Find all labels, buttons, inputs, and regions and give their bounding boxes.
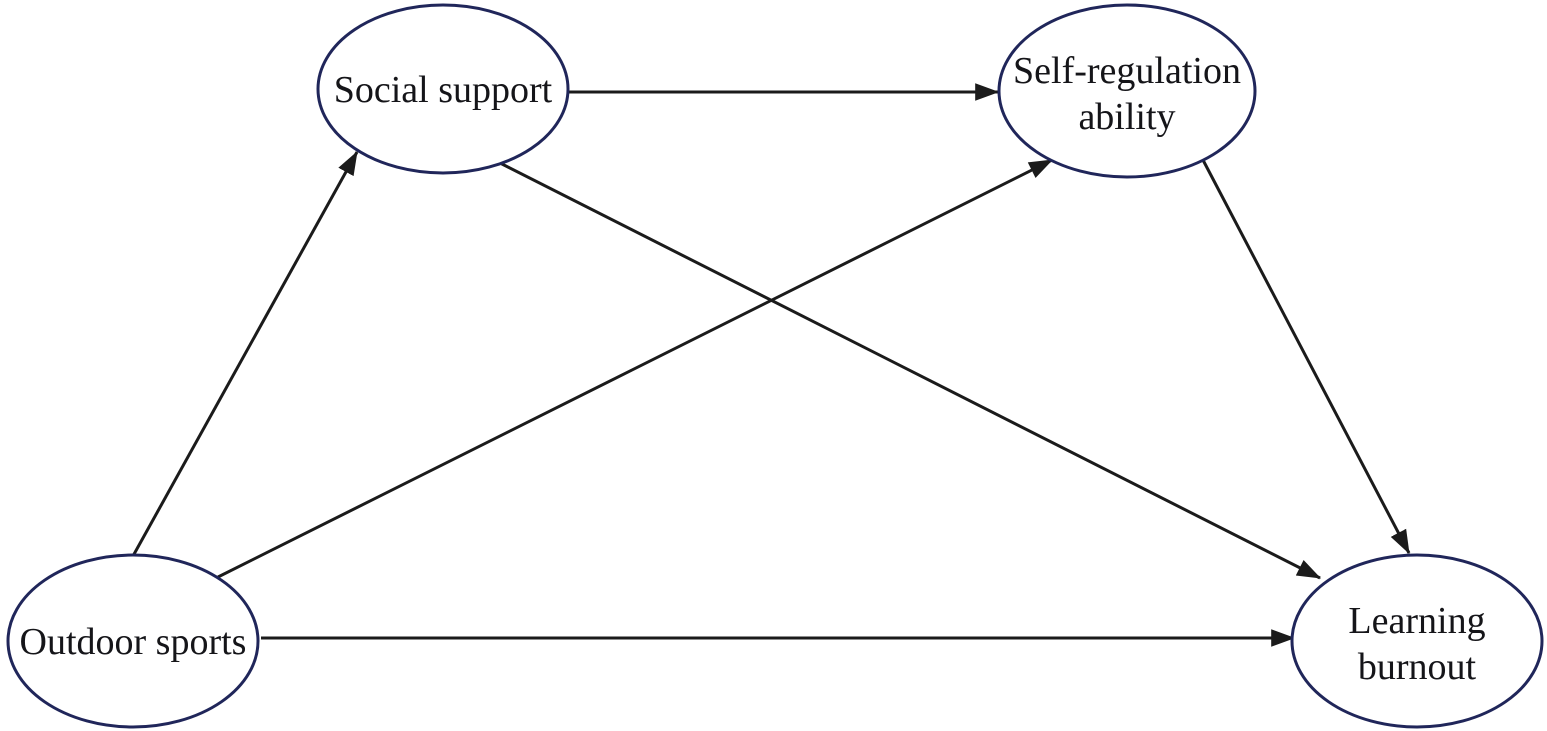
edge-outdoor-sports-to-self-regulation-ability xyxy=(217,158,1054,579)
edge-self-regulation-ability-to-learning-burnout xyxy=(1201,159,1411,555)
edge-social-support-to-learning-burnout xyxy=(499,161,1322,580)
node-label-outdoor-sports: Outdoor sports xyxy=(20,621,247,663)
node-ellipse-outdoor-sports xyxy=(6,553,260,729)
node-label-line: ability xyxy=(1078,96,1175,138)
node-outdoor-sports: Outdoor sports xyxy=(6,553,260,729)
node-label-line: Outdoor sports xyxy=(20,621,247,663)
node-ellipse-learning-burnout xyxy=(1290,553,1544,729)
node-ellipse-self-regulation-ability xyxy=(997,3,1257,179)
node-label-line: burnout xyxy=(1358,646,1477,688)
node-label-line: Social support xyxy=(334,69,553,111)
node-label-line: Self-regulation xyxy=(1013,50,1241,92)
node-social-support: Social support xyxy=(316,3,570,175)
node-ellipse-social-support xyxy=(316,3,570,175)
node-label-line: Learning xyxy=(1348,600,1485,642)
edge-outdoor-sports-to-social-support xyxy=(131,150,359,557)
node-label-social-support: Social support xyxy=(334,69,553,111)
